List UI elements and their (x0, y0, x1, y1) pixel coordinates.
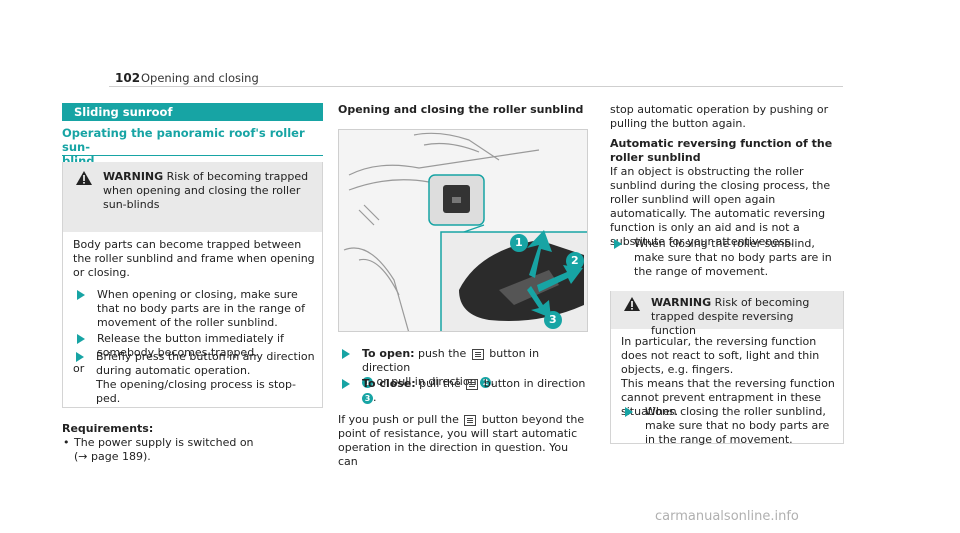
warning-box: WARNING Risk of becoming trapped when op… (62, 162, 323, 408)
page-title: Opening and closing (141, 71, 259, 85)
step-text: When closing the roller sunblind, make s… (645, 405, 830, 446)
requirements-heading: Requirements: (62, 422, 154, 435)
subsection-rule (62, 155, 323, 156)
warning-triangle-icon (76, 171, 92, 185)
or-text: or (73, 362, 85, 375)
open-label: To open: (362, 347, 415, 360)
step-arrow-icon (614, 239, 622, 249)
warning-label-2: WARNING (651, 296, 712, 309)
direction-3-badge: 3 (362, 392, 373, 404)
warning-step-1: When opening or closing, make sure that … (73, 288, 318, 330)
open-text-a: push the (414, 347, 470, 360)
warning-title-2: Risk of becoming trapped despite reversi… (651, 296, 810, 337)
close-step: To close: pull the button in direction 3… (338, 377, 588, 405)
req-text: The power supply is switched on (74, 436, 254, 449)
open-step: To open: push the button in direction 1 … (338, 347, 588, 389)
warning-header: WARNING Risk of becoming trapped when op… (63, 162, 322, 232)
direction-2-badge: 2 (480, 376, 492, 388)
step-text: Release the button immediately if somebo… (97, 332, 284, 359)
step-text-cont: The opening/closing process is stop-ped. (96, 378, 296, 405)
warning-triangle-icon (624, 297, 640, 311)
warning-body: Body parts can become trapped between th… (73, 238, 315, 279)
auto-text-b: button beyond the point of resistance, y… (338, 413, 585, 468)
bullet: • (63, 436, 70, 449)
step-arrow-icon (77, 290, 85, 300)
roller-heading: Opening and closing the roller sunblind (338, 103, 584, 116)
callout-2: 2 (571, 254, 579, 267)
step-text: Briefly press the button in any directio… (96, 350, 315, 377)
warning2-body-1: In particular, the reversing function do… (621, 335, 820, 376)
roller-sunblind-illustration: 1 2 3 (338, 129, 588, 332)
header-rule (109, 86, 843, 87)
step-arrow-icon (342, 379, 350, 389)
section-bar: Sliding sunroof (62, 103, 323, 121)
step-text: When opening or closing, make sure that … (97, 288, 305, 329)
requirements-item: • The power supply is switched on (→ pag… (62, 436, 323, 464)
close-text-a: pull the (415, 377, 465, 390)
step-arrow-icon (77, 334, 85, 344)
callout-3: 3 (549, 313, 557, 326)
page-reference-link[interactable]: (→ page 189). (74, 450, 151, 463)
warning-title: Risk of becoming trapped when opening an… (103, 170, 309, 211)
auto-operation-text: If you push or pull the button beyond th… (338, 413, 588, 469)
auto-text-a: If you push or pull the (338, 413, 463, 426)
step-arrow-icon (342, 349, 350, 359)
close-text-b: button in direction (480, 377, 586, 390)
direction-1-badge: 1 (362, 376, 373, 388)
step-arrow-icon (76, 352, 84, 362)
warning-step-3: Briefly press the button in any directio… (72, 350, 317, 406)
step-text: When closing the roller sunblind, make s… (634, 237, 832, 278)
sunblind-button-icon (471, 348, 484, 360)
sunblind-button-icon (466, 378, 479, 390)
warning-box-2: WARNING Risk of becoming trapped despite… (610, 291, 844, 447)
sunblind-button-icon (464, 414, 477, 426)
warning-header-2: WARNING Risk of becoming trapped despite… (611, 291, 843, 337)
illustration-svg (339, 130, 587, 331)
warning2-step: When closing the roller sunblind, make s… (621, 405, 839, 447)
auto-reversing-body: If an object is obstructing the roller s… (610, 165, 831, 248)
open-text-c: or pull in direction (373, 375, 481, 388)
stop-text: stop automatic operation by pushing or p… (610, 103, 829, 130)
page-number: 102 (115, 71, 141, 85)
open-text-b: button in direction (362, 347, 540, 374)
warning-label: WARNING (103, 170, 164, 183)
auto-reversing-heading: Automatic reversing function of the roll… (610, 137, 833, 164)
step-arrow-icon (625, 407, 633, 417)
reversing-step: When closing the roller sunblind, make s… (610, 237, 844, 279)
callout-1: 1 (515, 236, 523, 249)
warning2-body-2: This means that the reversing function c… (621, 377, 835, 418)
warning-step-2: Release the button immediately if somebo… (73, 332, 318, 360)
close-label: To close: (362, 377, 416, 390)
watermark: carmanualsonline.info (655, 509, 799, 524)
